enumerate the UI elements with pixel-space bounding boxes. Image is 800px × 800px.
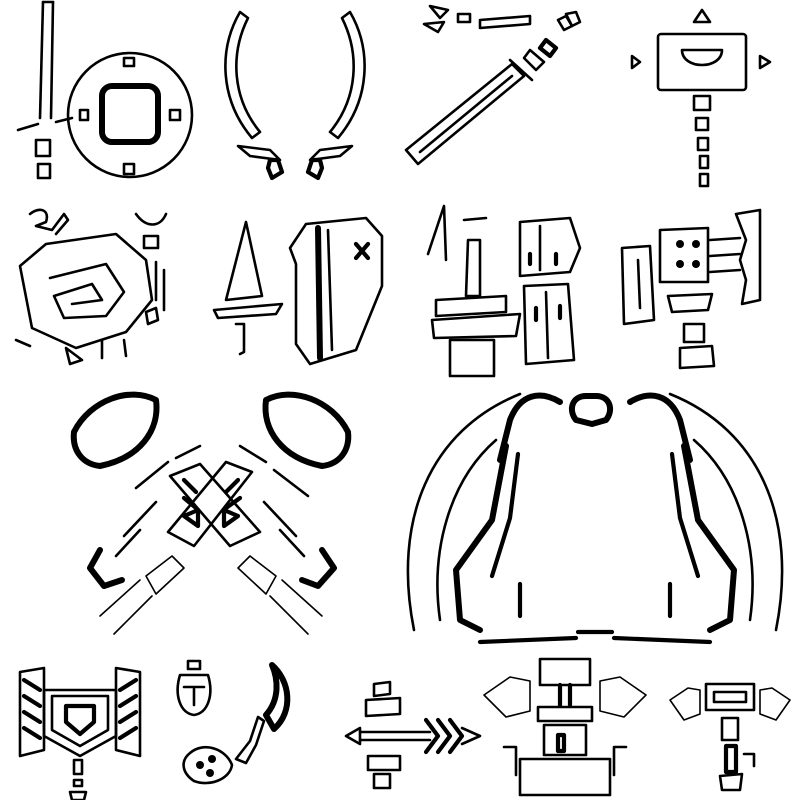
crossed-blades-emblem-icon [60, 380, 380, 660]
hunting-horn-icon [6, 200, 206, 370]
gunlance-icon [420, 200, 610, 380]
switch-axe-icon [610, 200, 800, 370]
bow-emblem-icon [400, 380, 790, 660]
sword-and-shield-icon [10, 0, 200, 190]
kinsect-sickle-icon [160, 655, 320, 800]
crossbow-bolt-icon [340, 670, 490, 800]
long-sword-icon [400, 0, 600, 190]
heavy-bowgun-icon [480, 655, 650, 800]
hammer-icon [610, 0, 800, 200]
light-bowgun-icon [660, 670, 800, 800]
crest-shield-icon [10, 660, 150, 800]
lance-icon [206, 200, 406, 370]
dual-blades-icon [210, 0, 400, 190]
